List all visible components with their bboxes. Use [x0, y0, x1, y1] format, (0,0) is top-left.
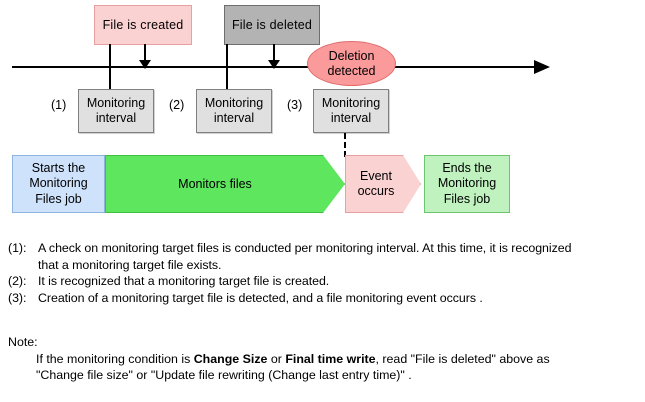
note-body-bold-1: Change Size	[193, 351, 268, 366]
event-box-file-deleted: File is deleted	[224, 5, 320, 45]
arrow-down-file-deleted	[268, 44, 280, 69]
note-text-1-line2: that a monitoring target file exists.	[38, 257, 222, 272]
monitoring-interval-box-3: Monitoring interval	[313, 89, 389, 133]
note-item-3: (3): Creation of a monitoring target file…	[8, 290, 638, 307]
note-body-bold-2: Final time write	[285, 351, 376, 366]
flow-step-monitors-files: Monitors files	[105, 155, 345, 213]
note-marker-2: (2):	[8, 274, 27, 288]
monitoring-interval-2-line1: Monitoring	[204, 96, 264, 110]
flow-end-line1: Ends the	[442, 161, 492, 176]
note-text-3-line1: Creation of a monitoring target file is …	[38, 290, 483, 305]
flow-step-start-job: Starts the Monitoring Files job	[12, 155, 105, 213]
flow-event-line1: Event	[360, 168, 392, 183]
note-marker-1: (1):	[8, 241, 27, 255]
note-heading: Note:	[8, 335, 38, 349]
notes-list: (1): A check on monitoring target files i…	[8, 240, 638, 306]
flow-monitor-label: Monitors files	[178, 177, 252, 191]
monitoring-interval-1-line2: interval	[95, 111, 137, 125]
flow-start-line3: Files job	[35, 191, 82, 206]
note-body-text-c: , read "File is deleted" above as	[375, 351, 550, 366]
monitoring-interval-3-line2: interval	[330, 111, 372, 125]
monitoring-interval-box-1: Monitoring interval	[78, 89, 154, 133]
tick-line-interval-2	[226, 44, 228, 90]
monitoring-interval-box-2: Monitoring interval	[196, 89, 272, 133]
timeline-axis	[12, 60, 550, 74]
callout-deletion-detected: Deletion detected	[307, 41, 396, 86]
tick-line-interval-1	[109, 44, 111, 90]
note-text-2-line1: It is recognized that a monitoring targe…	[38, 274, 330, 288]
flow-start-line2: Monitoring	[29, 176, 88, 191]
note-body-text-a: If the monitoring condition is	[36, 351, 194, 366]
flow-start-line1: Starts the	[31, 161, 86, 176]
note-block: Note: If the monitoring condition is Cha…	[8, 334, 638, 384]
flow-end-line2: Monitoring	[437, 176, 497, 191]
flow-step-event-occurs: Event occurs	[345, 155, 421, 213]
interval-marker-3: (3)	[287, 98, 303, 112]
callout-line-2: detected	[327, 63, 376, 78]
note-body-line1: If the monitoring condition is Change Si…	[36, 351, 638, 368]
interval-marker-1: (1)	[51, 98, 67, 112]
event-box-file-created: File is created	[94, 5, 192, 45]
event-box-file-created-label: File is created	[102, 17, 184, 32]
monitoring-interval-1-line1: Monitoring	[86, 96, 146, 110]
note-item-2: (2): It is recognized that a monitoring t…	[8, 273, 638, 290]
flow-step-end-job: Ends the Monitoring Files job	[424, 155, 510, 213]
flow-event-line2: occurs	[357, 184, 395, 198]
note-text-1-line1: A check on monitoring target files is co…	[38, 241, 572, 255]
flow-end-line3: Files job	[443, 191, 491, 206]
monitoring-interval-2-line2: interval	[213, 111, 255, 125]
arrow-down-file-created	[139, 44, 151, 69]
event-box-file-deleted-label: File is deleted	[231, 17, 313, 32]
note-marker-3: (3):	[8, 290, 27, 305]
monitoring-interval-3-line1: Monitoring	[321, 96, 381, 110]
note-body-line2: "Change file size" or "Update file rewri…	[36, 368, 412, 382]
note-body-text-b: or	[267, 351, 286, 366]
callout-line-1: Deletion	[328, 48, 375, 63]
note-item-1: (1): A check on monitoring target files i…	[8, 240, 638, 273]
note-body: If the monitoring condition is Change Si…	[8, 351, 638, 384]
dashed-connector-event	[344, 133, 346, 157]
interval-marker-2: (2)	[169, 98, 185, 112]
